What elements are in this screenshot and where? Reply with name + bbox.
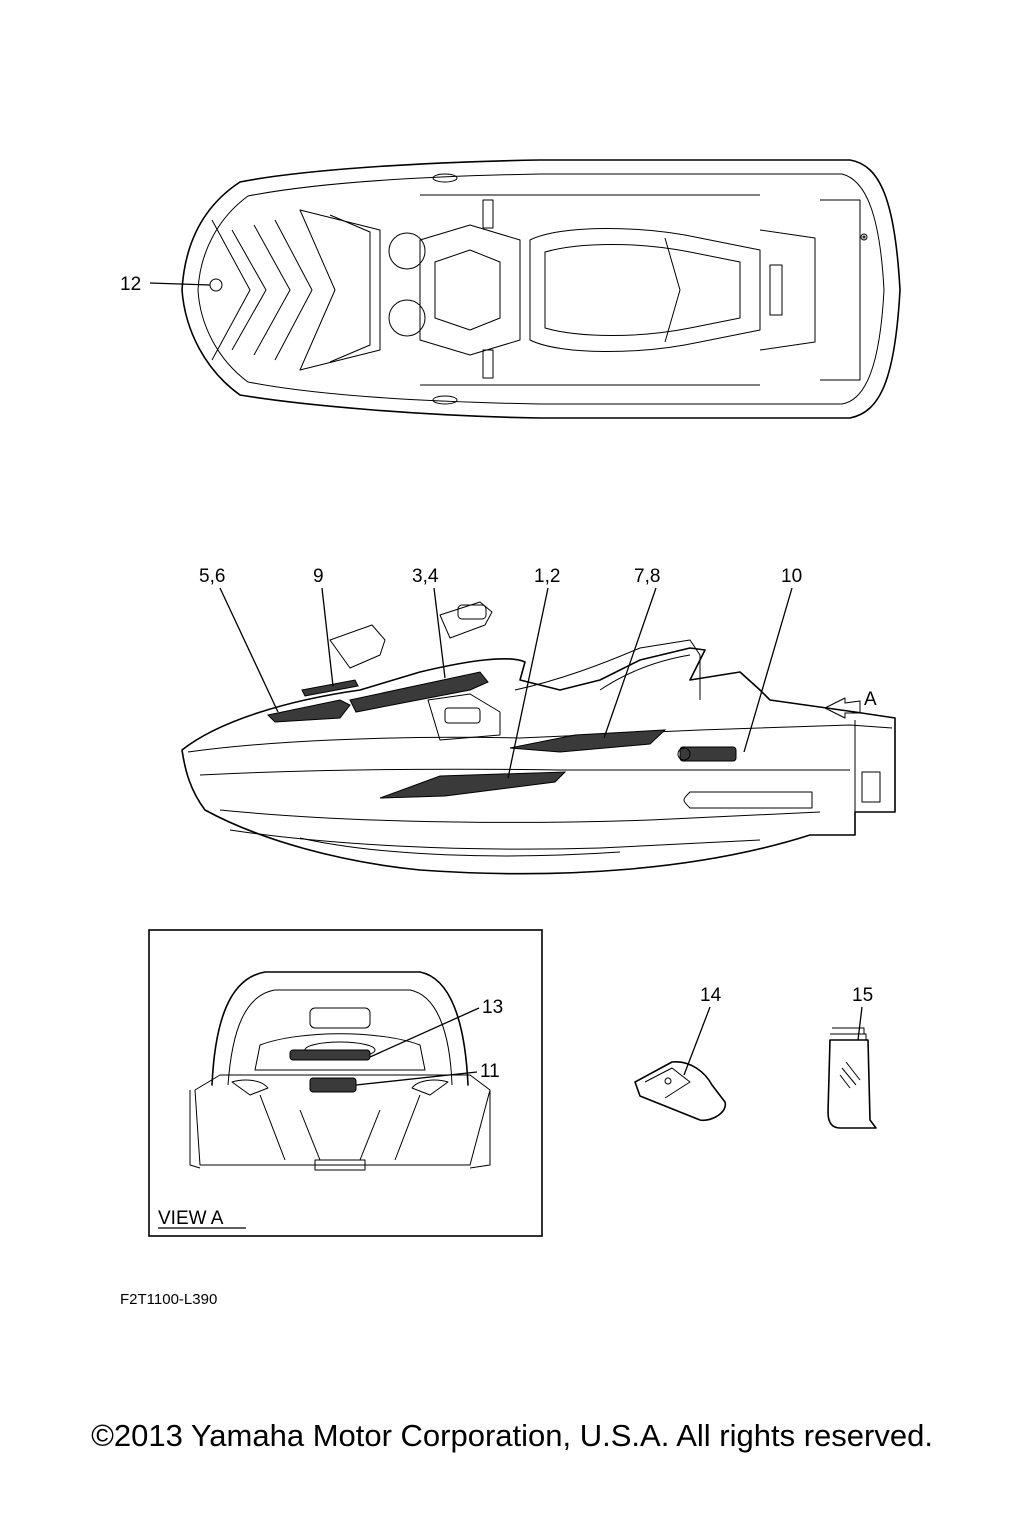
callout-7-8: 7,8 xyxy=(603,566,660,739)
leader-line-5-6 xyxy=(219,587,279,713)
callout-9-label: 9 xyxy=(313,566,324,587)
top-view-watercraft xyxy=(181,159,901,419)
leader-line-14 xyxy=(683,1006,711,1076)
callout-5-6-label: 5,6 xyxy=(199,566,225,587)
decal-10 xyxy=(679,746,737,762)
decal-5-6 xyxy=(266,699,351,723)
callout-1-2: 1,2 xyxy=(507,566,560,779)
decal-7-8 xyxy=(509,729,667,753)
view-a-arrow: A xyxy=(824,689,877,719)
rear-view-watercraft xyxy=(189,971,491,1171)
reference-code: F2T1100-L390 xyxy=(120,1291,217,1308)
part-15-shape xyxy=(827,1039,877,1129)
callout-14: 14 xyxy=(683,985,722,1076)
callout-15-label: 15 xyxy=(852,985,873,1006)
leader-line-3-4 xyxy=(433,587,446,679)
callout-11: 11 xyxy=(355,1061,500,1086)
callout-12: 12 xyxy=(120,274,211,295)
callout-11-label: 11 xyxy=(480,1061,500,1082)
part-15-manual xyxy=(827,1027,877,1129)
callout-9: 9 xyxy=(313,566,334,687)
callout-13: 13 xyxy=(369,997,503,1058)
cap-12-shape xyxy=(209,278,223,292)
copyright-notice: ©2013 Yamaha Motor Corporation, U.S.A. A… xyxy=(91,1418,933,1453)
decal-13 xyxy=(289,1049,371,1061)
callout-7-8-label: 7,8 xyxy=(634,566,660,587)
leader-line-10 xyxy=(743,587,793,753)
side-view-watercraft xyxy=(181,601,896,875)
leader-line-9 xyxy=(321,587,334,687)
decal-1-2 xyxy=(379,771,567,799)
view-a-arrow-label: A xyxy=(864,689,877,710)
leader-line-15 xyxy=(857,1006,863,1041)
callout-13-label: 13 xyxy=(482,997,503,1018)
leader-line-12 xyxy=(149,282,211,286)
callout-15: 15 xyxy=(852,985,873,1041)
callout-10: 10 xyxy=(743,566,802,753)
view-a-title: VIEW A xyxy=(158,1208,224,1229)
view-direction-arrow-icon xyxy=(824,697,861,719)
decal-11 xyxy=(309,1077,357,1093)
leader-line-1-2 xyxy=(507,587,549,779)
callout-3-4: 3,4 xyxy=(412,566,446,679)
callout-1-2-label: 1,2 xyxy=(534,566,560,587)
callout-3-4-label: 3,4 xyxy=(412,566,439,587)
decal-9 xyxy=(301,679,359,697)
leader-line-13 xyxy=(369,1007,480,1058)
leader-line-11 xyxy=(355,1071,478,1086)
leader-line-7-8 xyxy=(603,587,657,739)
decal-3-4 xyxy=(349,671,489,713)
callout-12-label: 12 xyxy=(120,274,141,295)
part-14-shape xyxy=(634,1061,727,1122)
part-14-pouch xyxy=(634,1061,727,1122)
callout-10-label: 10 xyxy=(781,566,802,587)
view-a-frame xyxy=(148,929,543,1237)
callout-5-6: 5,6 xyxy=(199,566,279,713)
callout-14-label: 14 xyxy=(700,985,722,1006)
